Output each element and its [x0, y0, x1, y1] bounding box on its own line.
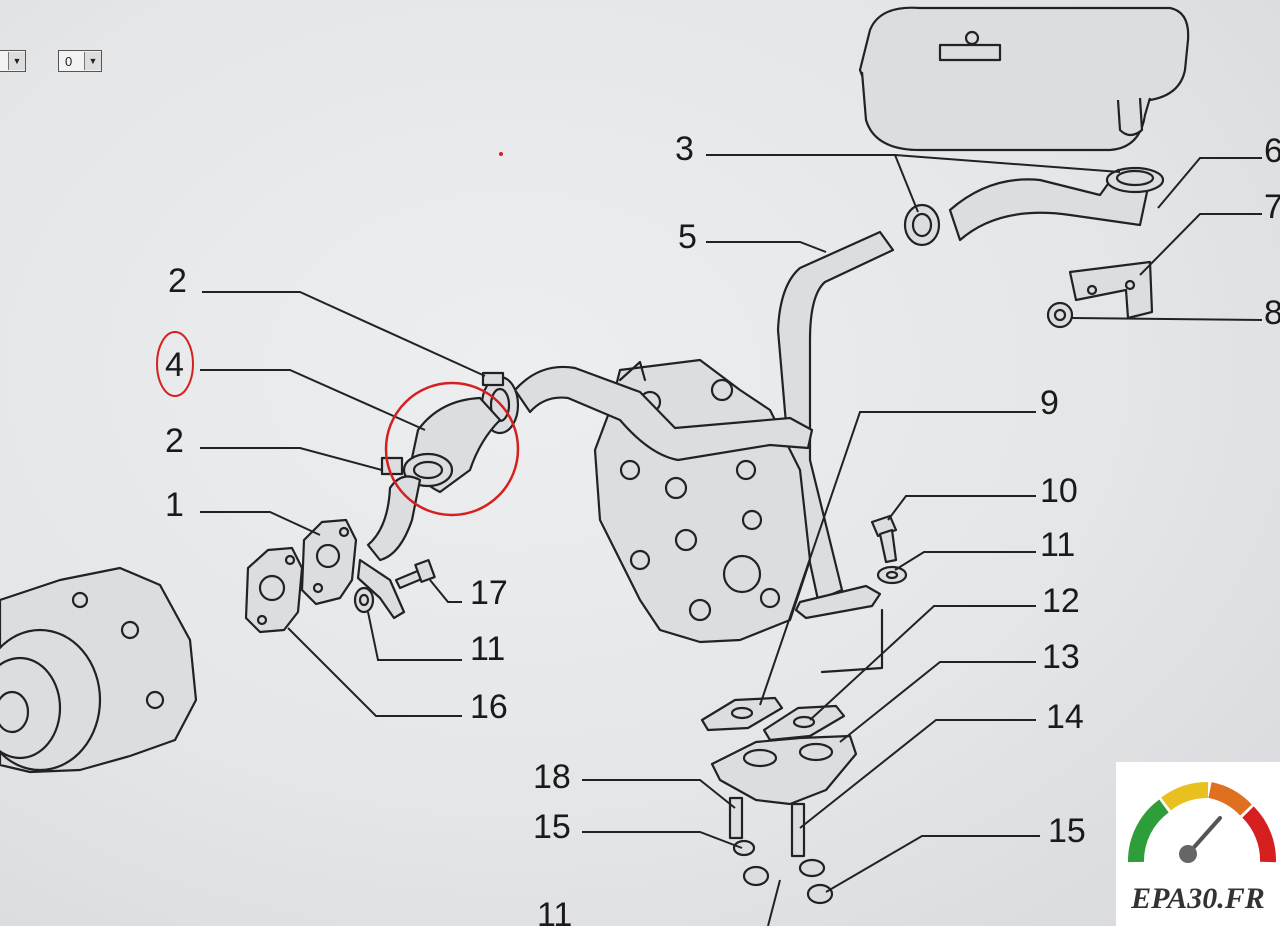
label-11-left[interactable]: 11 [470, 630, 505, 668]
brand-logo: EPA30.FR [1116, 762, 1280, 926]
middle-pipe [513, 365, 814, 462]
label-15-left[interactable]: 15 [533, 808, 571, 846]
bolt-10 [870, 514, 898, 564]
gasket-16 [244, 546, 304, 634]
washer-11-left [353, 586, 375, 614]
select-right-value: 0 [65, 53, 73, 69]
stud-14 [790, 802, 806, 858]
label-11-bottom[interactable]: 11 [537, 896, 572, 926]
bolt-17 [394, 559, 436, 590]
bracket-7 [1068, 260, 1154, 320]
water-pump [0, 566, 198, 774]
leader-lines [200, 154, 1263, 926]
stud-18 [728, 796, 744, 840]
red-dot [499, 152, 503, 156]
housing-outline [820, 608, 884, 674]
label-13[interactable]: 13 [1042, 638, 1080, 676]
label-5[interactable]: 5 [678, 218, 697, 256]
brand-logo-text: EPA30.FR [1131, 882, 1265, 915]
label-1[interactable]: 1 [165, 486, 184, 524]
label-11-right[interactable]: 11 [1040, 526, 1075, 564]
expansion-tank [858, 6, 1190, 152]
chevron-down-icon: ▼ [84, 52, 101, 70]
highlight-part-4 [156, 331, 520, 517]
label-7[interactable]: 7 [1264, 188, 1280, 226]
label-8[interactable]: 8 [1264, 294, 1280, 332]
gauge-icon [1127, 781, 1277, 863]
label-2-bottom[interactable]: 2 [165, 422, 184, 460]
label-14[interactable]: 14 [1046, 698, 1084, 736]
hose-4 [402, 396, 502, 494]
label-18[interactable]: 18 [533, 758, 571, 796]
select-right[interactable]: 0 ▼ [58, 50, 102, 72]
flange-13 [710, 734, 858, 806]
upper-hose [903, 166, 1165, 247]
label-4[interactable]: 4 [165, 346, 184, 384]
label-3[interactable]: 3 [675, 130, 694, 168]
pipe-5 [776, 230, 895, 620]
label-2-top[interactable]: 2 [168, 262, 187, 300]
label-12[interactable]: 12 [1042, 582, 1080, 620]
nut-8 [1046, 301, 1074, 329]
select-left[interactable]: ▼ [0, 50, 26, 72]
washer-11-right [876, 565, 908, 585]
label-6[interactable]: 6 [1264, 132, 1280, 170]
label-9[interactable]: 9 [1040, 384, 1059, 422]
label-16[interactable]: 16 [470, 688, 508, 726]
label-17[interactable]: 17 [470, 574, 508, 612]
label-10[interactable]: 10 [1040, 472, 1078, 510]
label-15-right[interactable]: 15 [1048, 812, 1086, 850]
gasket-9 [700, 696, 784, 732]
chevron-down-icon: ▼ [8, 52, 25, 70]
clamp-2-bottom [380, 456, 404, 476]
nuts-bottom [732, 839, 834, 905]
